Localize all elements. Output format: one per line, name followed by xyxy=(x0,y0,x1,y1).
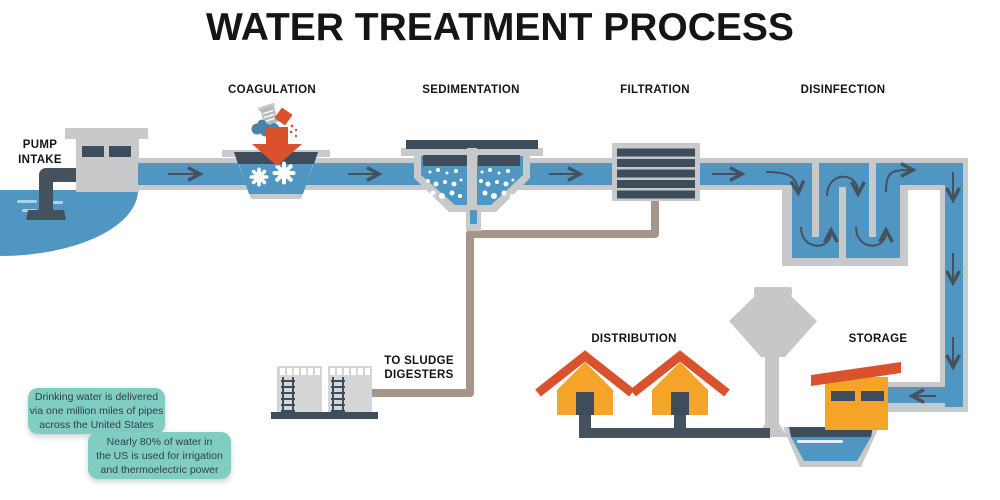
label-sedimentation: SEDIMENTATION xyxy=(422,84,520,96)
label-sludge-line1: TO SLUDGE xyxy=(384,355,454,367)
label-pump-intake-line2: INTAKE xyxy=(18,154,62,166)
pump-intake-pipe-icon xyxy=(26,168,78,220)
filtration-unit-icon xyxy=(612,143,700,201)
storage-basin-icon xyxy=(783,427,879,467)
sludge-pipe xyxy=(372,200,659,397)
fact-callout-usage: Nearly 80% of water in the US is used fo… xyxy=(88,432,231,479)
page-title: WATER TREATMENT PROCESS xyxy=(206,6,794,49)
pump-house-icon xyxy=(65,128,148,192)
label-storage: STORAGE xyxy=(848,333,908,345)
fact-line: via one million miles of pipes xyxy=(29,405,164,417)
floc-gear-icon xyxy=(272,161,296,185)
fact-line: across the United States xyxy=(39,419,154,431)
label-disinfection: DISINFECTION xyxy=(800,84,886,96)
label-pump-intake-line1: PUMP xyxy=(22,139,58,151)
label-coagulation: COAGULATION xyxy=(227,84,317,96)
fact-line: the US is used for irrigation xyxy=(96,449,223,462)
fact-line: Nearly 80% of water in xyxy=(106,435,213,448)
ladder-icon xyxy=(281,377,345,413)
floc-gear-icon xyxy=(249,167,269,187)
settling-particles xyxy=(426,168,515,199)
source-water-icon xyxy=(0,190,138,256)
label-sludge-line2: DIGESTERS xyxy=(384,369,454,381)
fact-line: and thermoelectric power xyxy=(100,463,219,476)
sedimentation-tank-icon xyxy=(401,140,543,231)
fact-line: Drinking water is delivered xyxy=(34,391,159,403)
house-icon xyxy=(630,350,730,415)
flow-arrows xyxy=(168,162,961,404)
storage-building-icon xyxy=(811,362,901,430)
fact-callout-pipes: Drinking water is delivered via one mill… xyxy=(28,388,165,434)
distribution-pipes xyxy=(579,415,770,438)
house-icon xyxy=(535,350,635,415)
coagulation-basin-icon xyxy=(222,150,330,199)
sludge-digesters-icon xyxy=(271,366,378,419)
label-filtration: FILTRATION xyxy=(620,84,690,96)
water-tower-icon xyxy=(729,287,817,437)
disinfection-baffles xyxy=(812,158,876,258)
label-distribution: DISTRIBUTION xyxy=(591,333,677,345)
dosing-arrow-icon xyxy=(252,127,302,166)
